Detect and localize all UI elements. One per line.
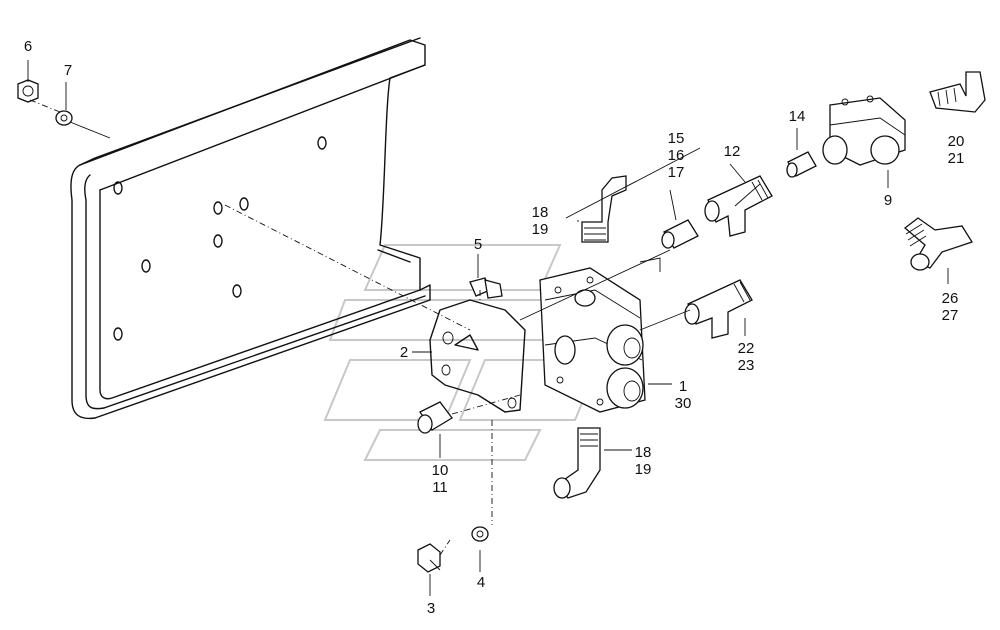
tee-fitting-part-26 xyxy=(903,217,973,271)
callout-10-11: 10 11 xyxy=(431,462,449,496)
nipple-part-10 xyxy=(417,401,453,434)
callout-20-21: 20 21 xyxy=(947,133,965,167)
callout-3: 3 xyxy=(426,600,436,617)
elbow-fitting-part-18-lower xyxy=(553,427,601,499)
nipple-part-14 xyxy=(786,151,817,178)
washer-part-4 xyxy=(471,526,489,542)
callout-6: 6 xyxy=(23,38,33,55)
callout-14: 14 xyxy=(788,108,806,125)
nipple-part-15 xyxy=(661,219,699,249)
valve-body-part-1 xyxy=(539,267,646,413)
callout-18-19-upper: 18 19 xyxy=(531,204,549,238)
callout-1-30: 1 30 xyxy=(674,378,692,412)
leader-lines xyxy=(27,60,949,596)
callout-5: 5 xyxy=(473,236,483,253)
block-part-9 xyxy=(822,95,906,166)
callout-4: 4 xyxy=(476,574,486,591)
callout-18-19-lower: 18 19 xyxy=(634,444,652,478)
mounting-plate-part-2 xyxy=(429,299,526,413)
tee-fitting-part-22 xyxy=(684,279,753,339)
assembly-lines xyxy=(29,99,761,556)
bolt-part-5 xyxy=(469,277,503,299)
elbow-fitting-part-18-upper xyxy=(581,175,627,243)
washer-part-7 xyxy=(55,110,73,126)
callout-2: 2 xyxy=(399,344,409,361)
tee-fitting-part-12 xyxy=(704,175,773,237)
callout-7: 7 xyxy=(63,62,73,79)
callout-9: 9 xyxy=(883,192,893,209)
callout-26-27: 26 27 xyxy=(941,290,959,324)
elbow-fitting-part-20 xyxy=(929,71,986,113)
callout-15-16-17: 15 16 17 xyxy=(667,130,685,181)
callout-12: 12 xyxy=(723,143,741,160)
frame-bracket xyxy=(70,37,431,420)
bolt-part-3 xyxy=(417,543,441,573)
callout-22-23: 22 23 xyxy=(737,340,755,374)
nut-part-6 xyxy=(17,79,39,103)
